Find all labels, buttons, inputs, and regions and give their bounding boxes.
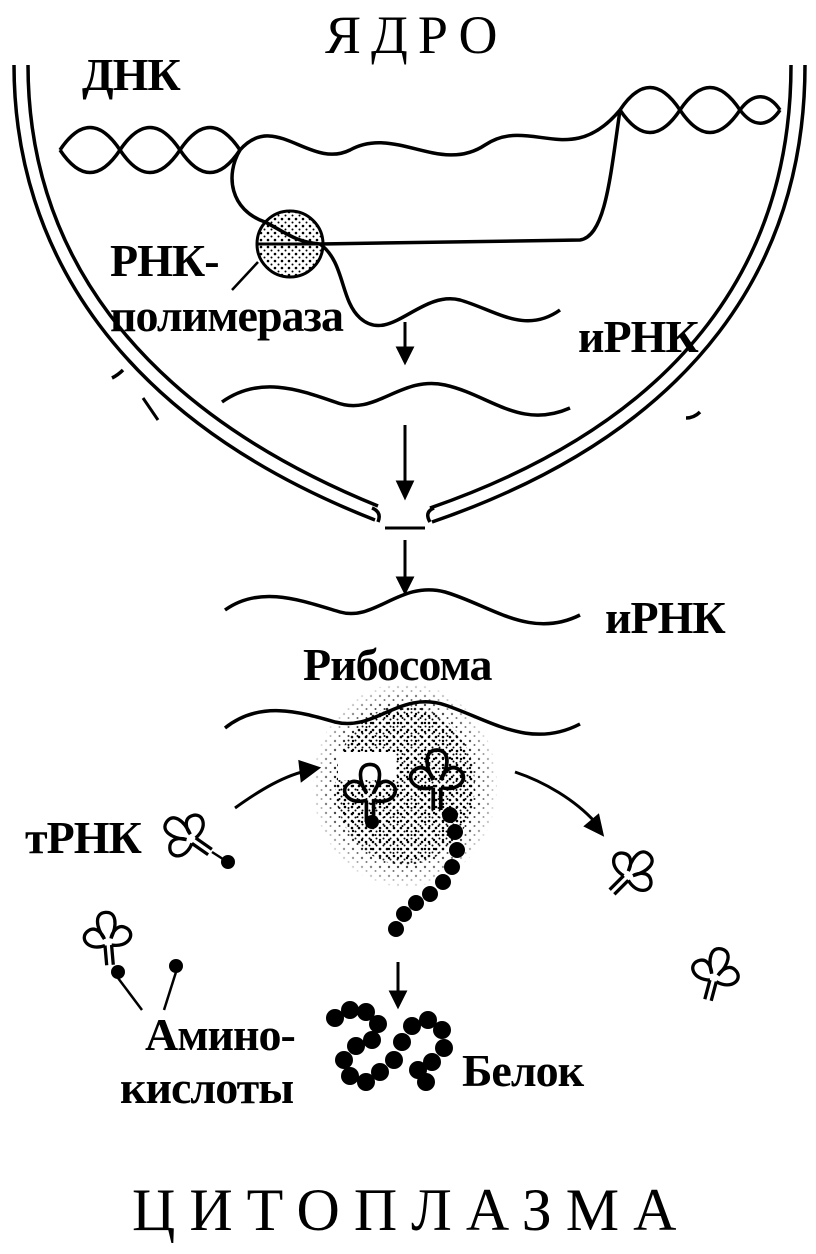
dna bbox=[60, 88, 780, 245]
rna-polymerase-label-line1: РНК- bbox=[110, 238, 219, 284]
amino-acids-label-line2: кислоты bbox=[120, 1065, 293, 1111]
trna-outgoing-2 bbox=[686, 943, 745, 1006]
trna-outgoing-1 bbox=[596, 838, 666, 908]
trna-incoming bbox=[153, 803, 235, 871]
cytoplasm-label: ЦИТОПЛАЗМА bbox=[132, 1180, 690, 1240]
mrna-nascent bbox=[320, 244, 560, 326]
polymerase-pointer bbox=[232, 262, 258, 290]
protein-label: Белок bbox=[462, 1048, 583, 1094]
envelope-inner-right bbox=[430, 65, 791, 508]
dna-label: ДНК bbox=[82, 52, 180, 98]
amino-acids-label-line1: Амино- bbox=[145, 1012, 295, 1058]
mrna-cytoplasm-label: иРНК bbox=[605, 595, 725, 641]
trna-free-left bbox=[82, 910, 142, 1010]
rna-polymerase bbox=[232, 211, 323, 290]
nucleus-label: ЯДРО bbox=[325, 8, 508, 62]
rna-polymerase-label-line2: полимераза bbox=[110, 293, 343, 339]
envelope-outer-right bbox=[432, 65, 805, 522]
pore-gap-bottom bbox=[372, 508, 434, 522]
amino-acid-free bbox=[164, 959, 183, 1010]
ribosome bbox=[313, 683, 497, 887]
mrna-cytoplasm bbox=[225, 590, 580, 624]
protein bbox=[326, 1001, 453, 1091]
nuclear-pore-right bbox=[682, 378, 708, 410]
ribosome-label: Рибосома bbox=[303, 642, 492, 688]
mrna-nucleus bbox=[222, 383, 570, 415]
mrna-nucleus-label: иРНК bbox=[578, 314, 698, 360]
trna-label: тРНК bbox=[25, 815, 141, 861]
